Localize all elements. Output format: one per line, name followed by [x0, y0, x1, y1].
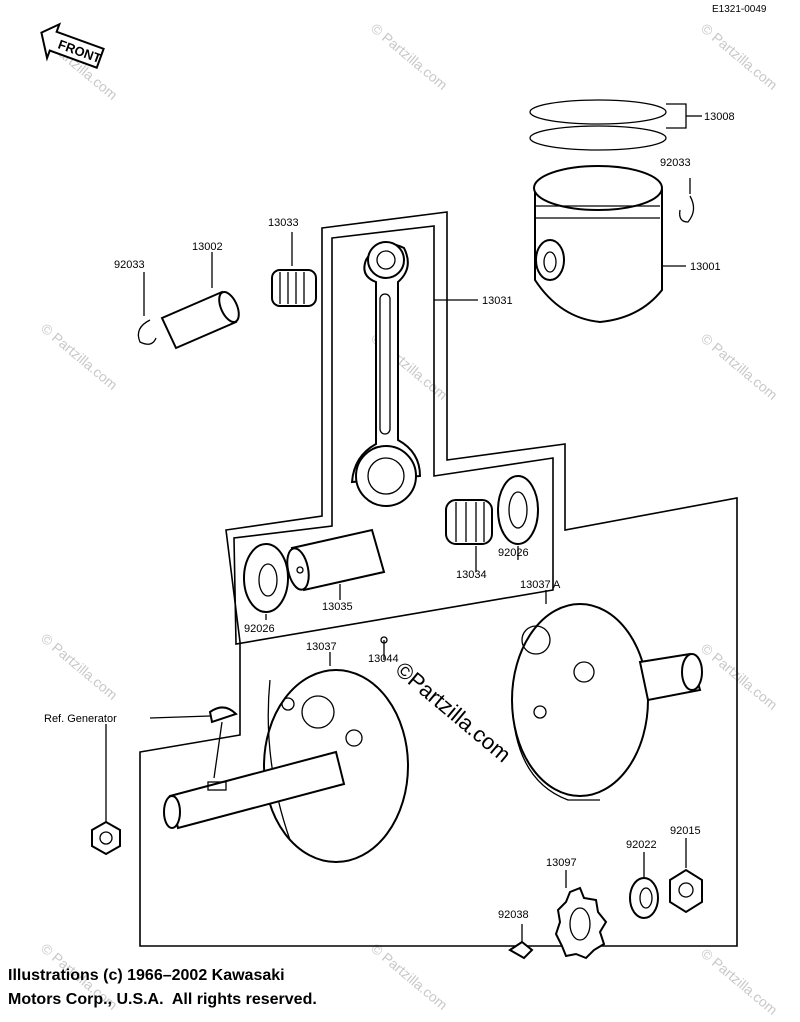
big-end-bearing	[445, 499, 493, 572]
sprocket-key	[508, 924, 534, 960]
watermark: © Partzilla.com	[698, 20, 781, 93]
part-label-13097: 13097	[546, 857, 577, 869]
part-label-92015: 92015	[670, 825, 701, 837]
part-label-92033-right: 92033	[660, 157, 691, 169]
watermark: © Partzilla.com	[38, 320, 121, 393]
ref-generator-label: Ref. Generator	[44, 713, 117, 725]
watermark: © Partzilla.com	[38, 630, 121, 703]
part-label-13044: 13044	[368, 653, 399, 665]
copyright-line-1: Illustrations (c) 1966–2002 Kawasaki	[8, 967, 285, 984]
small-end-bearing	[271, 232, 317, 307]
part-label-92033-left: 92033	[114, 259, 145, 271]
crankshaft-left	[163, 652, 409, 863]
crankshaft-nut-right	[669, 838, 703, 914]
piston-rings	[529, 99, 702, 151]
thrust-washer-left	[243, 543, 289, 620]
watermark: © Partzilla.com	[698, 330, 781, 403]
assembly-boundary-outer	[139, 211, 738, 947]
copyright-notice: Illustrations (c) 1966–2002 Kawasaki Mot…	[8, 964, 317, 1012]
part-labels: 13008 92033 13001 13033 13002 92033 1303…	[44, 111, 735, 921]
woodruff-key	[149, 706, 238, 779]
part-label-13008: 13008	[704, 111, 735, 123]
piston	[533, 165, 686, 324]
watermark-layer: © Partzilla.com © Partzilla.com © Partzi…	[38, 20, 781, 1018]
watermark: © Partzilla.com	[698, 945, 781, 1018]
part-label-13031: 13031	[482, 295, 513, 307]
diagram-code: E1321-0049	[712, 4, 767, 15]
part-label-13002: 13002	[192, 241, 223, 253]
part-label-92026-left: 92026	[244, 623, 275, 635]
part-label-13033: 13033	[268, 217, 299, 229]
sprocket	[554, 870, 608, 960]
watermark: © Partzilla.com	[698, 640, 781, 713]
circlip-right	[679, 195, 695, 223]
part-label-92022: 92022	[626, 839, 657, 851]
piston-pin	[160, 252, 240, 350]
connecting-rod	[350, 241, 478, 507]
crank-pin	[286, 528, 386, 600]
watermark-center: ©Partzilla.com	[391, 657, 516, 768]
watermark: © Partzilla.com	[368, 940, 451, 1013]
circlip-left	[137, 319, 157, 345]
assembly-boundary-inner	[233, 225, 554, 645]
lock-washer	[629, 852, 659, 919]
thrust-washer-right	[497, 475, 539, 560]
part-label-92026-right: 92026	[498, 547, 529, 559]
copyright-line-2: Motors Corp., U.S.A. All rights reserved…	[8, 991, 317, 1008]
part-label-13035: 13035	[322, 601, 353, 613]
part-label-13034: 13034	[456, 569, 487, 581]
crankshaft-nut-left	[91, 724, 121, 856]
part-label-13037: 13037	[306, 641, 337, 653]
part-label-92038: 92038	[498, 909, 529, 921]
part-label-13001: 13001	[690, 261, 721, 273]
part-label-13037a: 13037 A	[520, 579, 561, 591]
crankshaft-right	[511, 590, 703, 801]
watermark: © Partzilla.com	[368, 20, 451, 93]
